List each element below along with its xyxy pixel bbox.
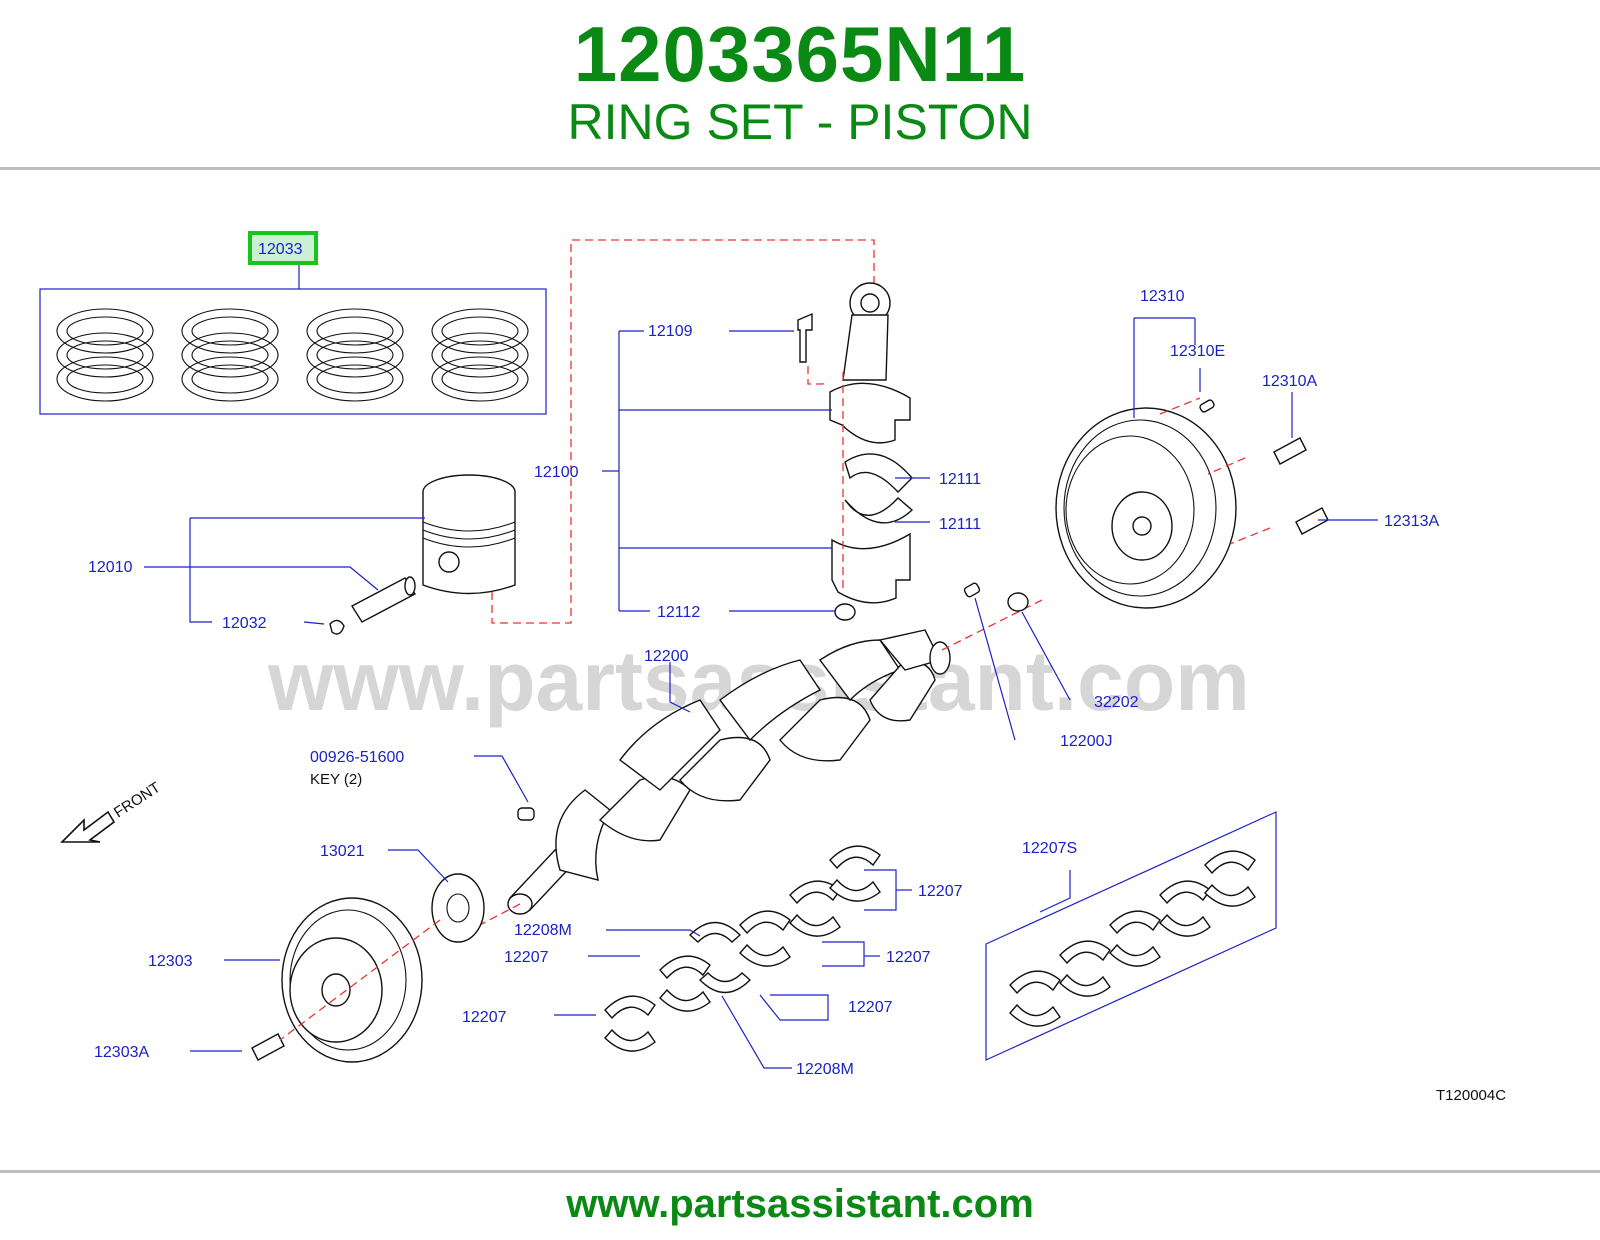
thrust-washer-upper — [688, 921, 742, 943]
callout-12208M-upper[interactable]: 12208M — [514, 922, 572, 939]
callout-12303[interactable]: 12303 — [148, 953, 193, 970]
callout-12032[interactable]: 12032 — [222, 615, 267, 632]
callout-12208M-lower[interactable]: 12208M — [796, 1061, 854, 1078]
thrust-washer-lower — [698, 972, 752, 994]
rod-cap — [831, 532, 911, 604]
leader-lines — [144, 317, 1378, 1069]
callout-12207-e[interactable]: 12207 — [462, 1009, 507, 1026]
callout-12303A[interactable]: 12303A — [94, 1044, 149, 1061]
dowel-pin — [963, 582, 981, 598]
rod-bolt — [797, 312, 813, 363]
callout-12207-d[interactable]: 12207 — [848, 999, 893, 1016]
page-header: 1203365N11 RING SET - PISTON — [0, 0, 1600, 168]
callout-12313A[interactable]: 12313A — [1384, 513, 1439, 530]
piston-group — [329, 474, 516, 635]
callout-12010[interactable]: 12010 — [88, 559, 133, 576]
crank-sprocket — [431, 873, 485, 943]
front-arrow-icon — [60, 810, 116, 843]
callout-12033[interactable]: 12033 — [258, 241, 303, 258]
callout-12207S[interactable]: 12207S — [1022, 840, 1077, 857]
piston-ring-set-2 — [181, 308, 279, 402]
flywheel-bolt-b — [1295, 507, 1329, 535]
snap-ring — [329, 619, 345, 635]
callout-12100[interactable]: 12100 — [534, 464, 579, 481]
callout-12112[interactable]: 12112 — [657, 604, 700, 621]
callout-labels: 12109 12100 12111 12111 12112 12010 1203… — [88, 288, 1439, 1078]
callout-00926-51600[interactable]: 00926-51600 — [310, 749, 404, 766]
pilot-bushing — [1007, 592, 1029, 612]
bearing-set-group — [985, 811, 1277, 1061]
piston-ring-set-1 — [56, 308, 154, 402]
footer-url[interactable]: www.partsassistant.com — [566, 1182, 1034, 1226]
bearing-set-frame — [985, 811, 1277, 1061]
woodruff-key — [517, 807, 535, 821]
rod-bearing-upper — [844, 453, 913, 494]
rod-bearing-lower — [844, 497, 914, 524]
piston-ring-set-3 — [306, 308, 404, 402]
front-indicator: FRONT — [60, 779, 164, 843]
crank-pulley-group — [251, 873, 485, 1063]
pulley-bolt — [251, 1033, 285, 1061]
rod-nut — [834, 603, 856, 621]
diagram-code: T120004C — [1436, 1087, 1506, 1104]
flywheel-bolt-a — [1273, 437, 1307, 465]
flywheel-group — [1055, 399, 1329, 609]
callout-12207-a[interactable]: 12207 — [918, 883, 963, 900]
callout-12310[interactable]: 12310 — [1140, 288, 1185, 305]
callout-12109[interactable]: 12109 — [648, 323, 693, 340]
callout-12200[interactable]: 12200 — [644, 648, 689, 665]
callout-32202[interactable]: 32202 — [1094, 694, 1139, 711]
front-label: FRONT — [111, 779, 164, 821]
crankshaft-group — [507, 629, 951, 915]
callout-12200J[interactable]: 12200J — [1060, 733, 1113, 750]
callout-12207-b[interactable]: 12207 — [886, 949, 931, 966]
flywheel-dowel — [1199, 399, 1215, 413]
ring-set-group — [39, 262, 547, 415]
parts-diagram: www.partsassistant.com 12033 — [39, 231, 1506, 1104]
callout-12033-highlight[interactable]: 12033 — [248, 231, 318, 265]
callout-12310A[interactable]: 12310A — [1262, 373, 1317, 390]
callout-12207-c[interactable]: 12207 — [504, 949, 549, 966]
ring-set-frame — [39, 288, 547, 415]
main-bearings-group — [604, 845, 881, 1052]
callout-12111-upper[interactable]: 12111 — [939, 471, 981, 488]
key-quantity-note: KEY (2) — [310, 771, 362, 788]
callout-13021[interactable]: 13021 — [320, 843, 365, 860]
part-number-title: 1203365N11 — [573, 10, 1027, 98]
callout-12310E[interactable]: 12310E — [1170, 343, 1225, 360]
header-divider — [0, 167, 1600, 170]
highlight-box — [248, 231, 318, 265]
piston-pin — [351, 576, 416, 623]
piston-ring-set-4 — [431, 308, 529, 402]
footer-divider — [0, 1170, 1600, 1173]
connecting-rod-group — [797, 282, 914, 621]
callout-12111-lower[interactable]: 12111 — [939, 516, 981, 533]
part-description: RING SET - PISTON — [567, 94, 1033, 150]
